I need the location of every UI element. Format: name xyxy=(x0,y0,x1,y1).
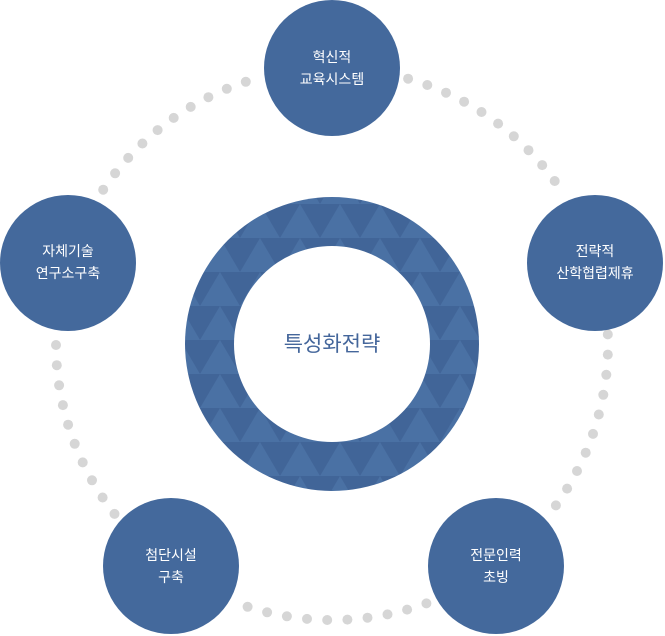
connector-dot xyxy=(97,492,108,503)
connector-dot xyxy=(588,428,598,439)
connector-dot xyxy=(51,340,61,350)
dotted-connectors xyxy=(51,73,613,625)
connector-dot xyxy=(382,609,393,620)
connector-dot xyxy=(476,107,487,117)
connector-dot xyxy=(572,466,582,476)
connector-dot xyxy=(402,604,413,615)
center-ring: 특성화전략 xyxy=(185,197,479,491)
connector-dot xyxy=(69,438,80,449)
connector-dot xyxy=(493,118,504,129)
connector-dot xyxy=(57,400,68,411)
node-strategic-industry: 전략적 산학협렵제휴 xyxy=(527,195,663,331)
connector-dot xyxy=(109,508,120,519)
node-label-line-2: 연구소구축 xyxy=(36,266,101,282)
node-circle xyxy=(103,498,239,634)
connector-dot xyxy=(441,87,451,98)
connector-dot xyxy=(123,152,134,163)
connector-dot xyxy=(508,131,519,142)
node-label-line-2: 초빙 xyxy=(483,570,509,586)
node-label-line-1: 혁신적 xyxy=(313,50,352,66)
connector-dot xyxy=(221,83,232,94)
node-circle xyxy=(527,195,663,331)
node-circle xyxy=(428,498,564,634)
connector-dot xyxy=(302,613,312,624)
connector-dot xyxy=(262,607,273,618)
connector-dot xyxy=(168,112,179,123)
connector-dot xyxy=(137,138,148,149)
connector-dot xyxy=(77,457,88,468)
connector-dot xyxy=(593,409,604,420)
node-label-line-2: 교육시스템 xyxy=(300,72,364,88)
node-expert-talent: 전문인력 초빙 xyxy=(428,498,564,634)
connector-dot xyxy=(537,160,548,171)
connector-dot xyxy=(421,598,432,609)
node-label-line-1: 전략적 xyxy=(576,244,615,260)
node-innovative-education: 혁신적 교육시스템 xyxy=(264,0,400,136)
connector-dot xyxy=(562,483,573,494)
connector-dot xyxy=(281,611,292,622)
node-advanced-facility: 첨단시설 구축 xyxy=(103,498,239,634)
connector-dot xyxy=(63,419,74,430)
center-ring-inner xyxy=(234,246,430,442)
connector-dot xyxy=(602,349,613,360)
connector-dot xyxy=(185,101,196,112)
node-label-line-1: 전문인력 xyxy=(470,548,522,564)
connector-dot xyxy=(598,389,609,400)
node-own-tech-lab: 자체기술 연구소구축 xyxy=(0,195,136,331)
connector-dot xyxy=(240,76,251,87)
connector-dot xyxy=(549,176,560,186)
node-label-line-2: 산학협렵제휴 xyxy=(556,266,633,282)
connector-dot xyxy=(54,380,65,391)
connector-dot xyxy=(152,125,163,136)
connector-dot xyxy=(523,145,534,156)
connector-dot xyxy=(87,475,97,486)
connector-dot xyxy=(580,447,591,458)
node-circle xyxy=(264,0,400,136)
connector-dot xyxy=(51,360,62,371)
node-label-line-1: 첨단시설 xyxy=(145,548,197,564)
connector-dot xyxy=(602,329,613,340)
connector-dot xyxy=(422,80,433,90)
connector-dot xyxy=(342,614,353,625)
connector-dot xyxy=(601,369,612,380)
node-label-line-2: 구축 xyxy=(158,570,184,586)
connector-dot xyxy=(362,612,373,623)
connector-dot xyxy=(322,615,333,625)
node-label-line-1: 자체기술 xyxy=(42,244,94,260)
connector-dot xyxy=(98,184,109,195)
center-label: 특성화전략 xyxy=(284,332,381,356)
connector-dot xyxy=(203,92,214,103)
connector-dot xyxy=(403,73,414,84)
connector-dot xyxy=(242,601,253,612)
connector-dot xyxy=(459,96,470,107)
node-circle xyxy=(0,195,136,331)
connector-dot xyxy=(110,168,121,179)
connector-dot xyxy=(550,500,561,511)
